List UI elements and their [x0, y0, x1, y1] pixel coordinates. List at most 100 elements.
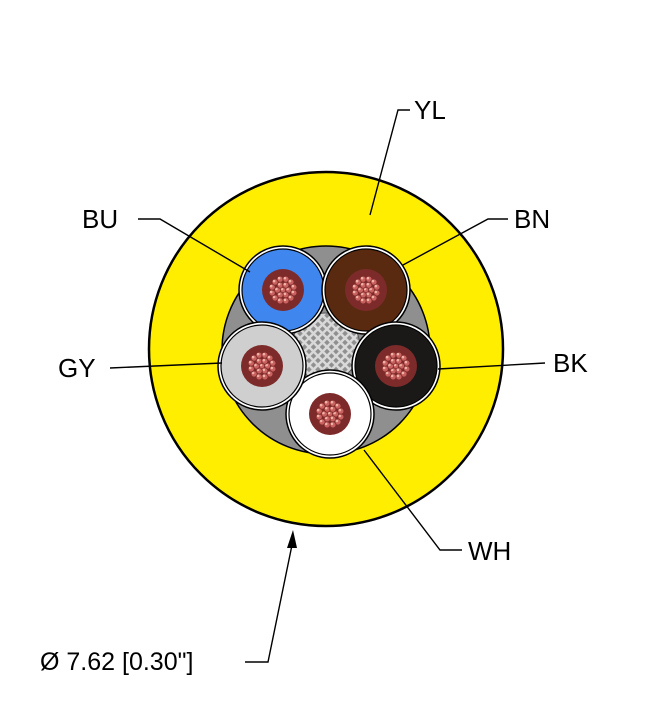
strand-highlight: [269, 290, 273, 294]
strand-highlight: [360, 282, 364, 286]
strand-highlight: [270, 360, 274, 364]
leader-yl: [369, 109, 410, 216]
strand-highlight: [360, 276, 364, 280]
dimension-label: Ø 7.62 [0.30"]: [40, 648, 193, 676]
strand: [359, 275, 367, 283]
strand-highlight: [366, 282, 370, 286]
strand-highlight: [322, 411, 325, 415]
strand: [329, 421, 337, 429]
strand-highlight: [262, 358, 266, 362]
leader-gy: [109, 362, 223, 369]
leader-lines: [109, 109, 546, 663]
strand-highlight: [396, 358, 400, 362]
strand: [261, 373, 269, 381]
strand-highlight: [355, 279, 359, 283]
strand-highlight: [396, 368, 400, 372]
strand-highlight: [385, 355, 389, 359]
strand-highlight: [319, 419, 323, 423]
strand-highlight: [371, 279, 375, 283]
strand-highlight: [358, 287, 361, 291]
strand-highlight: [272, 295, 276, 299]
strand-highlight: [388, 363, 391, 367]
strand-highlight: [324, 406, 328, 410]
strand-highlight: [248, 360, 252, 364]
strand-highlight: [352, 284, 356, 288]
strand: [323, 399, 331, 407]
strand: [381, 365, 389, 373]
strand-highlight: [277, 276, 281, 280]
strand-highlight: [352, 290, 356, 294]
conductor-bk: [351, 321, 441, 411]
strand-highlight: [272, 279, 276, 283]
strand-highlight: [256, 374, 260, 378]
strand-highlight: [251, 371, 255, 375]
conductor-wh: [285, 369, 375, 459]
strand-highlight: [262, 352, 266, 356]
strand-highlight: [390, 374, 394, 378]
strand-highlight: [382, 366, 386, 370]
strand-highlight: [262, 368, 266, 372]
strand-highlight: [283, 292, 287, 296]
conductor-bu: [238, 245, 328, 335]
strand-highlight: [335, 403, 339, 407]
dimension-leader: [245, 544, 293, 663]
strand: [315, 413, 323, 421]
strand-highlight: [288, 279, 292, 283]
strand-highlight: [396, 352, 400, 356]
strand: [268, 289, 276, 297]
strand-highlight: [360, 298, 364, 302]
strand-highlight: [319, 403, 323, 407]
strand-highlight: [291, 290, 295, 294]
strand-highlight: [366, 276, 370, 280]
strand-highlight: [254, 363, 257, 367]
strand: [255, 351, 263, 359]
strand-highlight: [270, 366, 274, 370]
strand-highlight: [256, 352, 260, 356]
strand: [403, 359, 411, 367]
strand-highlight: [275, 287, 278, 291]
strand-highlight: [330, 422, 334, 426]
strand-highlight: [401, 371, 405, 375]
strand-highlight: [283, 276, 287, 280]
strand-highlight: [390, 352, 394, 356]
strand-highlight: [335, 419, 339, 423]
strand-highlight: [374, 284, 378, 288]
strand-highlight: [366, 292, 370, 296]
conductor-bn: [321, 245, 411, 335]
strand: [351, 289, 359, 297]
strand-highlight: [316, 414, 320, 418]
label-gy: GY: [58, 353, 96, 383]
strand: [365, 297, 373, 305]
conductor-group: [217, 245, 441, 459]
strand-highlight: [262, 374, 266, 378]
strand: [247, 365, 255, 373]
label-bn: BN: [514, 204, 550, 234]
strand-highlight: [366, 298, 370, 302]
strand-highlight: [338, 408, 342, 412]
strand-highlight: [330, 416, 334, 420]
strand-highlight: [355, 295, 359, 299]
strand-highlight: [269, 284, 273, 288]
strand-highlight: [288, 295, 292, 299]
leader-bu: [138, 218, 251, 273]
strand-highlight: [382, 360, 386, 364]
leader-wh: [363, 449, 462, 551]
strand: [395, 373, 403, 381]
strand: [282, 297, 290, 305]
strand-highlight: [371, 295, 375, 299]
strand: [269, 359, 277, 367]
strand-highlight: [324, 400, 328, 404]
strand-highlight: [404, 360, 408, 364]
strand-highlight: [283, 298, 287, 302]
label-wh: WH: [468, 536, 511, 566]
filler-mesh-line: [295, 313, 360, 381]
strand-highlight: [256, 358, 260, 362]
label-bu: BU: [82, 204, 118, 234]
strand-highlight: [396, 374, 400, 378]
strand-highlight: [248, 366, 252, 370]
strand: [337, 407, 345, 415]
strand-highlight: [324, 422, 328, 426]
strand-highlight: [291, 284, 295, 288]
